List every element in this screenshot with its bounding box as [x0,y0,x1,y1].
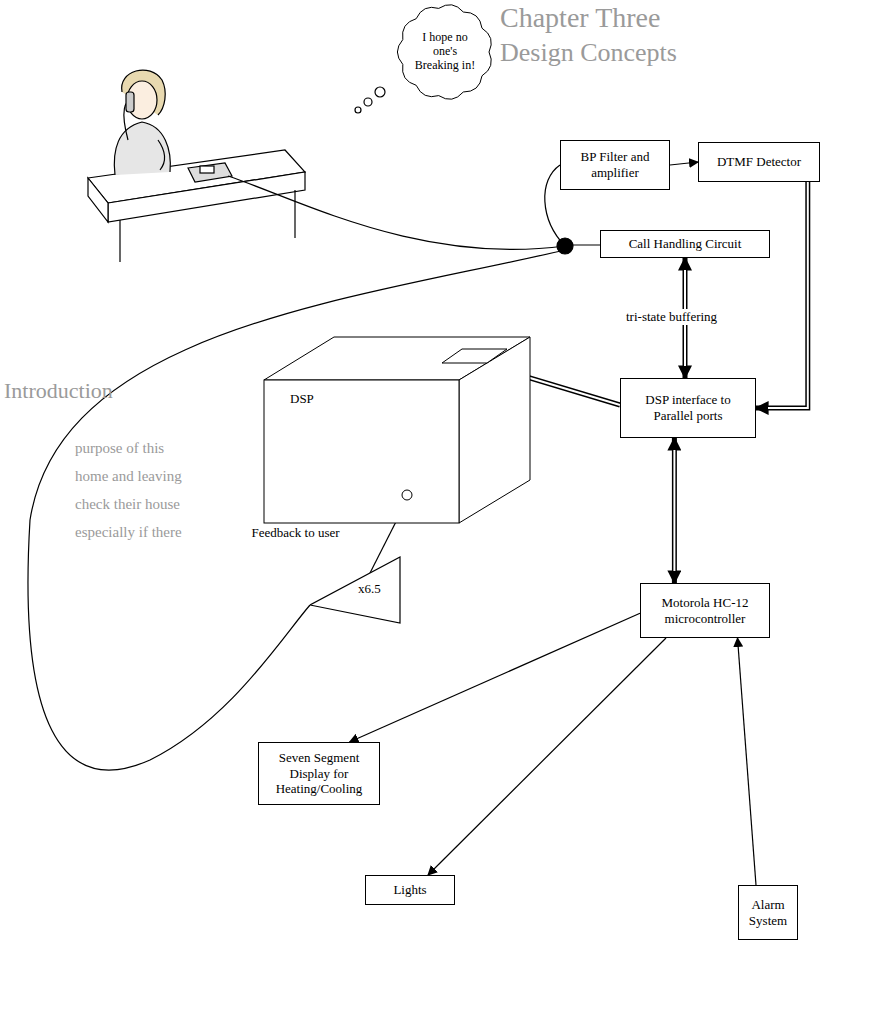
edge-label: tri-state buffering [623,309,720,325]
process-box: Call Handling Circuit [600,230,770,258]
thought-cloud: I hope no one's Breaking in! [395,2,495,102]
node-text: DSP [290,391,314,407]
dsp-box: DSP [262,335,532,525]
torso [114,122,170,175]
background-text: purpose of this [75,440,164,457]
background-text: check their house [75,496,180,513]
arm [158,140,165,170]
desk-leg [119,220,120,262]
telephone-keypad [200,166,214,173]
node-text: Motorola HC-12 microcontroller [647,595,763,626]
connector [738,638,757,885]
node-text: DTMF Detector [717,154,801,170]
node-text: Lights [393,882,426,898]
node-text: Call Handling Circuit [629,236,742,252]
process-box: Alarm System [738,885,798,940]
background-text: Chapter Three [500,2,660,34]
background-text: especially if there [75,524,182,541]
node-text: I hope no one's Breaking in! [413,31,477,72]
background-text: home and leaving [75,468,182,485]
connector [674,438,675,583]
desk-side [88,178,108,222]
head [127,81,157,119]
amplifier-triangle-outline [310,555,405,625]
edge-label: Feedback to user [249,525,343,541]
process-box: Seven Segment Display for Heating/Coolin… [258,742,380,805]
phone-line [228,176,565,249]
background-text: Design Concepts [500,38,677,68]
handset [126,92,134,112]
thought-bubble [364,98,372,106]
dsp-box-outline [262,335,532,525]
process-box: BP Filter and amplifier [560,140,670,190]
connector [350,613,641,742]
process-box: DSP interface to Parallel ports [620,378,756,438]
telephone [188,163,232,182]
process-box: Lights [365,875,455,905]
node-text: DSP interface to Parallel ports [627,392,749,423]
thought-bubble [355,107,361,113]
thought-bubble [375,87,385,97]
node-text: Seven Segment Display for Heating/Coolin… [265,750,373,797]
background-text: Introduction [4,378,113,404]
node-text: BP Filter and amplifier [567,149,663,180]
process-box: Motorola HC-12 microcontroller [640,583,770,638]
node-text: Alarm System [745,897,791,928]
desk-leg [294,190,295,238]
junction-dot [557,238,573,254]
amplifier-triangle: x6.5 [310,555,405,625]
feedback-wire [28,250,565,770]
connector [756,182,808,408]
node-text: x6.5 [358,581,381,597]
process-box: DTMF Detector [698,142,820,182]
connector [428,638,666,875]
connector [670,162,698,165]
